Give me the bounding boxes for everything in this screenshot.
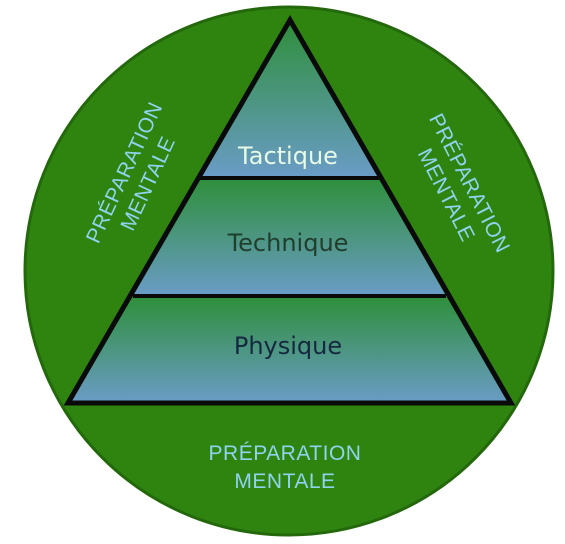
tier-label-technique: Technique bbox=[227, 229, 349, 257]
outer-label-bottom: PRÉPARATION MENTALE bbox=[209, 442, 362, 493]
outer-label-bottom-line1: PRÉPARATION bbox=[209, 442, 362, 465]
tier-shape-tactique bbox=[198, 20, 379, 178]
tier-shape-physique bbox=[68, 296, 511, 403]
outer-label-bottom-line2: MENTALE bbox=[234, 470, 335, 493]
tier-shape-technique bbox=[133, 178, 446, 296]
pyramid-outline bbox=[63, 15, 516, 406]
tier-label-physique: Physique bbox=[234, 332, 342, 360]
tier-label-tactique: Tactique bbox=[237, 142, 338, 170]
